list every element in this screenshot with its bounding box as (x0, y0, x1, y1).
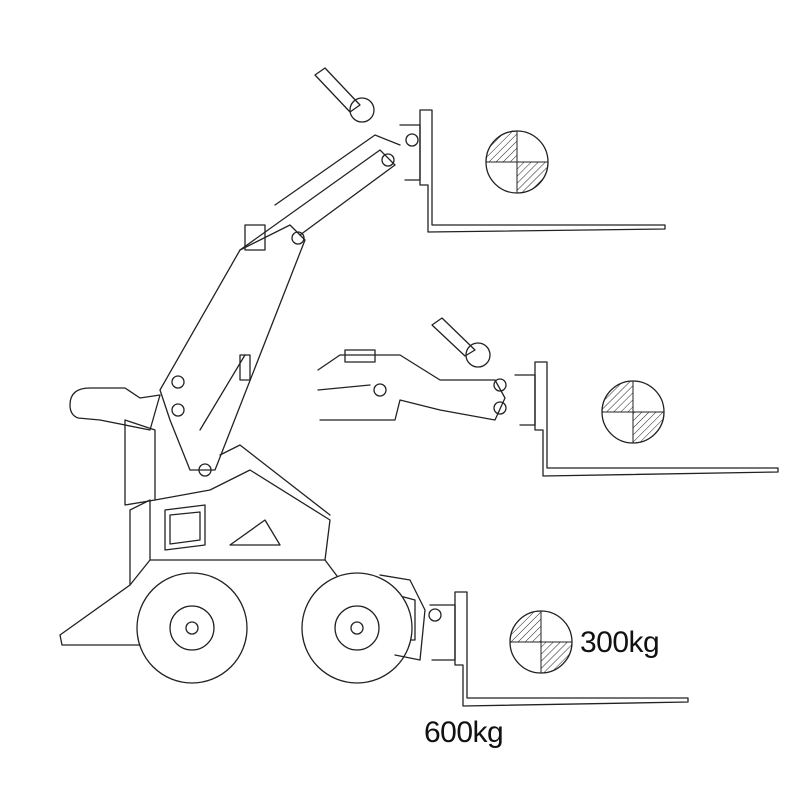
loader-chassis (59, 387, 416, 646)
boom-mid (317, 317, 507, 421)
load-600kg-label: 600kg (424, 716, 504, 749)
fork-mid (514, 361, 779, 477)
boom-raised (159, 67, 419, 477)
front-wheel (301, 572, 413, 684)
load-center-mid (601, 380, 665, 444)
fork-bottom (379, 574, 689, 707)
fork-top (399, 109, 666, 233)
rear-wheel (136, 572, 248, 684)
load-center-top (485, 130, 549, 194)
load-center-bottom (509, 610, 573, 674)
load-300kg-label: 300kg (580, 626, 660, 659)
